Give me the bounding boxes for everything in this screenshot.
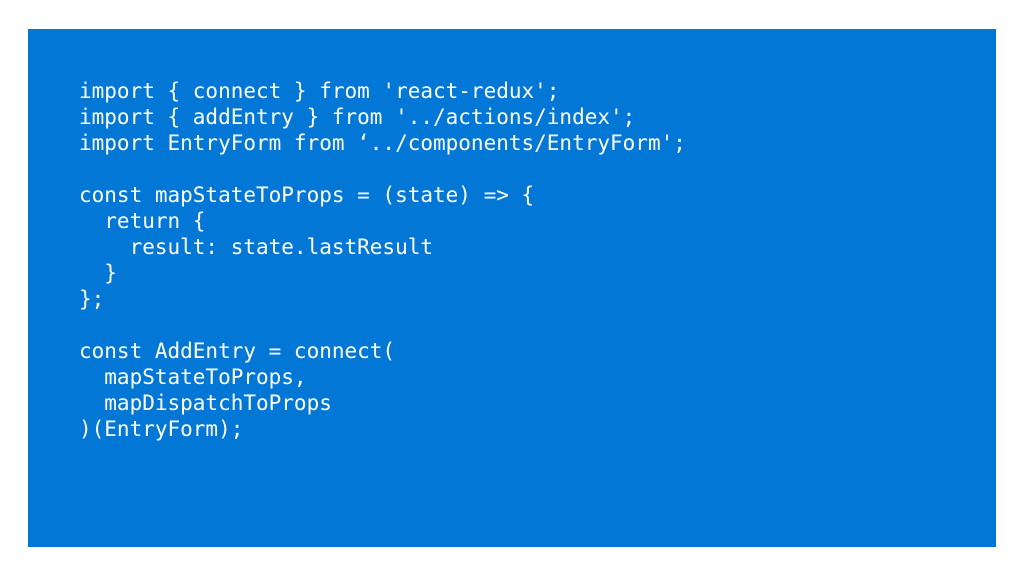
code-line-11: const AddEntry = connect( bbox=[79, 339, 396, 363]
code-line-5: const mapStateToProps = (state) => { bbox=[79, 183, 535, 207]
code-line-7: result: state.lastResult bbox=[79, 235, 434, 259]
code-line-13: mapDispatchToProps bbox=[79, 391, 332, 415]
code-line-6: return { bbox=[79, 209, 206, 233]
code-panel: import { connect } from 'react-redux'; i… bbox=[28, 29, 996, 547]
code-line-9: }; bbox=[79, 287, 105, 311]
code-line-10 bbox=[79, 312, 996, 338]
code-line-2: import { addEntry } from '../actions/ind… bbox=[79, 105, 636, 129]
code-line-3: import EntryForm from ‘../components/Ent… bbox=[79, 131, 686, 155]
code-line-4 bbox=[79, 156, 996, 182]
code-line-12: mapStateToProps, bbox=[79, 365, 307, 389]
code-line-8: } bbox=[79, 261, 117, 285]
code-line-1: import { connect } from 'react-redux'; bbox=[79, 79, 560, 103]
code-line-14: )(EntryForm); bbox=[79, 417, 244, 441]
code-block: import { connect } from 'react-redux'; i… bbox=[79, 78, 996, 442]
